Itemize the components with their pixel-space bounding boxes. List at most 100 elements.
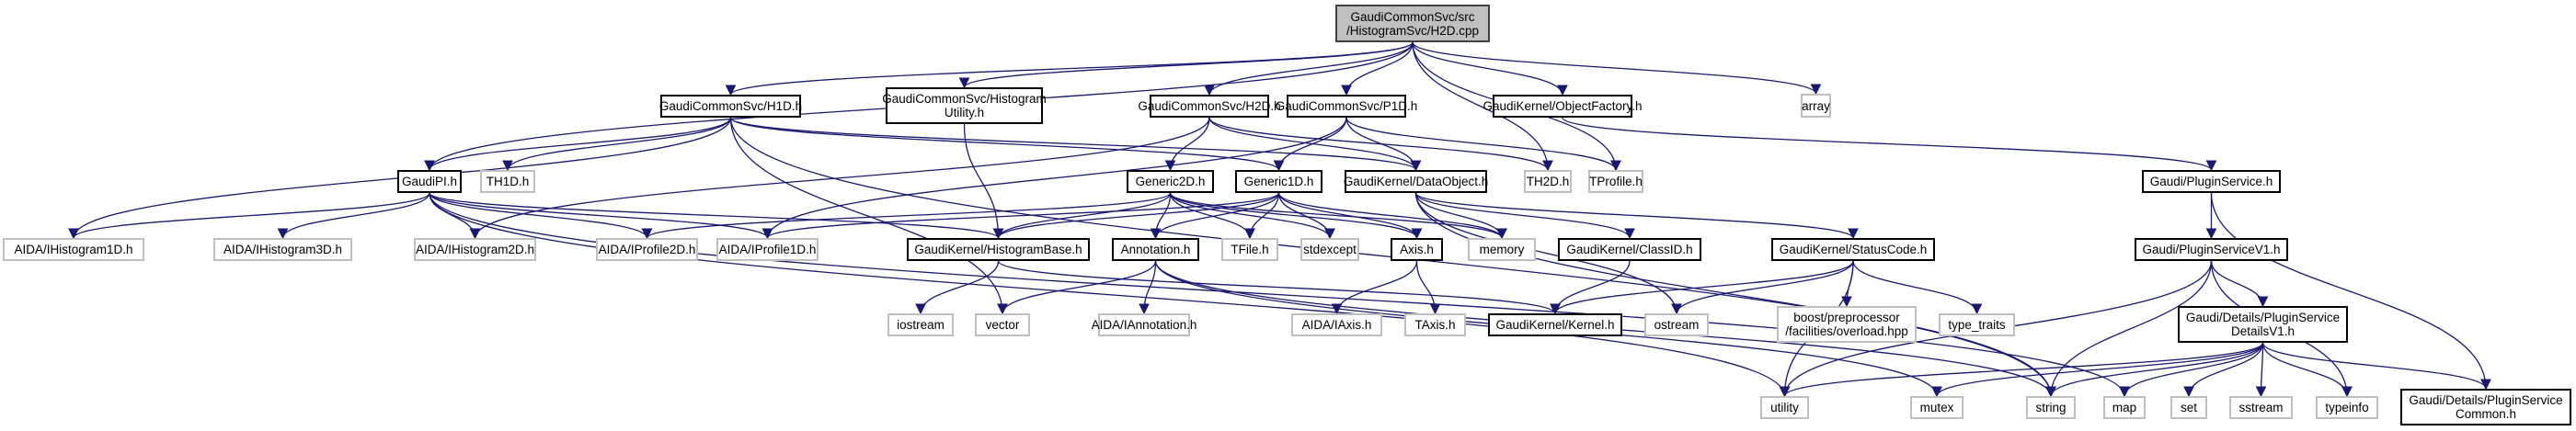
node-mutex: mutex <box>1910 396 1963 419</box>
edge-root-to-histutil <box>958 41 1414 89</box>
edge-gaudipi-to-ihist1d <box>68 192 430 240</box>
node-label: Gaudi/Details/PluginService Common.h <box>2409 393 2563 421</box>
node-class-id-h[interactable]: GaudiKernel/ClassID.h <box>1558 238 1701 261</box>
node-utility: utility <box>1760 396 1809 419</box>
node-histogram-utility-h[interactable]: GaudiCommonSvc/Histogram Utility.h <box>882 87 1047 124</box>
node-kernel-h[interactable]: GaudiKernel/Kernel.h <box>1488 313 1622 336</box>
node-axis-h[interactable]: Axis.h <box>1391 238 1443 261</box>
node-data-object-h[interactable]: GaudiKernel/DataObject.h <box>1344 170 1488 193</box>
node-label: AIDA/IHistogram2D.h <box>415 243 535 256</box>
edge-dataobject-to-ostream <box>1414 192 1682 315</box>
node-label: type_traits <box>1948 318 2006 332</box>
edge-objfactory-to-pluginservice <box>1562 117 2217 172</box>
node-plugin-service-details-v1-h[interactable]: Gaudi/Details/PluginService DetailsV1.h <box>2178 306 2348 343</box>
edge-detailsv1-to-mutex <box>1931 342 2264 398</box>
node-object-factory-h[interactable]: GaudiKernel/ObjectFactory.h <box>1483 95 1643 118</box>
edge-dataobject-to-statuscode <box>1414 192 1859 240</box>
node-array: array <box>1801 94 1831 118</box>
node-label: GaudiKernel/ClassID.h <box>1566 243 1693 256</box>
node-label: GaudiPI.h <box>401 175 458 188</box>
edge-generic2d-to-iprof2d <box>641 192 1172 240</box>
node-label: vector <box>985 318 1020 332</box>
node-gaudipi-h[interactable]: GaudiPI.h <box>397 170 462 193</box>
edge-root-to-array <box>1412 41 1822 96</box>
node-label: AIDA/IHistogram1D.h <box>14 243 133 256</box>
node-string: string <box>2026 396 2076 419</box>
node-label: AIDA/IProfile2D.h <box>598 243 696 256</box>
edge-detailsv1-to-utility <box>1779 342 2264 398</box>
node-map: map <box>2103 396 2146 419</box>
edge-generic1d-to-tfile <box>1244 192 1280 240</box>
node-label: typeinfo <box>2325 401 2369 414</box>
edge-p1d-to-generic1d <box>1273 117 1347 172</box>
node-label: TProfile.h <box>1589 175 1643 188</box>
node-label: set <box>2180 401 2197 414</box>
edge-generic1d-to-iprof1d <box>761 192 1280 240</box>
node-aida-ihistogram2d-h: AIDA/IHistogram2D.h <box>414 238 536 261</box>
edge-h2d-to-th2d <box>1208 117 1553 172</box>
edge-p1d-to-iprof1d <box>761 117 1347 240</box>
node-annotation-h[interactable]: Annotation.h <box>1112 238 1199 261</box>
node-plugin-service-v1-h[interactable]: Gaudi/PluginServiceV1.h <box>2135 238 2288 261</box>
node-label: Gaudi/PluginServiceV1.h <box>2142 243 2281 256</box>
edge-h1d-to-th1d <box>502 117 732 172</box>
edge-statuscode-to-boostoverload <box>1841 260 1854 308</box>
node-label: iostream <box>897 318 945 332</box>
node-p1d-h[interactable]: GaudiCommonSvc/P1D.h <box>1276 95 1417 118</box>
node-label: Generic1D.h <box>1243 175 1314 188</box>
edge-root-to-objfactory <box>1412 41 1568 96</box>
node-sstream: sstream <box>2229 396 2293 419</box>
node-aida-iprofile2d-h: AIDA/IProfile2D.h <box>596 238 698 261</box>
node-histogram-base-h[interactable]: GaudiKernel/HistogramBase.h <box>907 238 1090 261</box>
edge-generic2d-to-axis <box>1169 192 1423 240</box>
node-label: utility <box>1770 401 1799 414</box>
edge-histbase-to-kernel <box>997 260 1561 315</box>
edge-gaudipi-to-utility <box>429 192 1791 398</box>
node-plugin-service-common-h[interactable]: Gaudi/Details/PluginService Common.h <box>2400 389 2571 425</box>
edge-axis-to-taxis <box>1415 260 1441 315</box>
node-label: TH1D.h <box>486 175 530 188</box>
node-label: GaudiKernel/StatusCode.h <box>1779 243 1928 256</box>
node-label: Axis.h <box>1400 243 1434 256</box>
node-label: GaudiCommonSvc/H2D.h <box>1138 99 1281 113</box>
edge-detailsv1-to-string <box>2045 342 2264 398</box>
node-label: boost/preprocessor /facilities/overload.… <box>1785 311 1908 338</box>
node-label: stdexcept <box>1303 243 1357 256</box>
node-aida-iaxis-h: AIDA/IAxis.h <box>1291 313 1382 336</box>
edge-pluginv1-to-detailsv1 <box>2210 260 2269 308</box>
node-label: GaudiCommonSvc/P1D.h <box>1275 99 1418 113</box>
node-type-traits: type_traits <box>1939 313 2015 336</box>
node-plugin-service-h[interactable]: Gaudi/PluginService.h <box>2142 170 2281 193</box>
edge-histbase-to-iostream <box>915 260 1000 315</box>
node-generic2d-h[interactable]: Generic2D.h <box>1127 170 1214 193</box>
edge-p1d-to-dataobject <box>1345 117 1422 172</box>
edge-h1d-to-dataobject <box>729 117 1422 172</box>
edge-dataobject-to-classid <box>1414 192 1635 240</box>
node-status-code-h[interactable]: GaudiKernel/StatusCode.h <box>1771 238 1935 261</box>
node-stdexcept: stdexcept <box>1300 238 1359 261</box>
node-label: TAxis.h <box>1414 318 1456 332</box>
node-label: TH2D.h <box>1526 175 1570 188</box>
node-label: AIDA/IAxis.h <box>1301 318 1372 332</box>
node-h2d-h[interactable]: GaudiCommonSvc/H2D.h <box>1138 95 1281 118</box>
node-label: Generic2D.h <box>1135 175 1206 188</box>
edge-axis-to-iaxis <box>1331 260 1418 315</box>
edge-generic1d-to-histbase <box>992 192 1280 240</box>
node-root-h2d-cpp[interactable]: GaudiCommonSvc/src /HistogramSvc/H2D.cpp <box>1335 5 1490 42</box>
node-label: TFile.h <box>1231 243 1269 256</box>
node-ostream: ostream <box>1644 313 1709 336</box>
node-tprofile-h: TProfile.h <box>1588 170 1643 193</box>
edge-h1d-to-vector <box>729 117 1008 315</box>
edge-generic2d-to-histbase <box>992 192 1172 240</box>
node-label: Annotation.h <box>1120 243 1191 256</box>
node-taxis-h: TAxis.h <box>1404 313 1466 336</box>
edge-gaudipi-to-iprof1d <box>429 192 773 240</box>
edge-gaudipi-to-iprof2d <box>429 192 653 240</box>
node-generic1d-h[interactable]: Generic1D.h <box>1235 170 1322 193</box>
edge-generic2d-to-stdexcept <box>1169 192 1335 240</box>
node-h1d-h[interactable]: GaudiCommonSvc/H1D.h <box>659 95 802 118</box>
edge-h1d-to-gaudipi <box>424 117 732 172</box>
edge-detailsv1-to-typeinfo <box>2261 342 2353 398</box>
edge-pluginservice-to-common <box>2210 192 2491 391</box>
